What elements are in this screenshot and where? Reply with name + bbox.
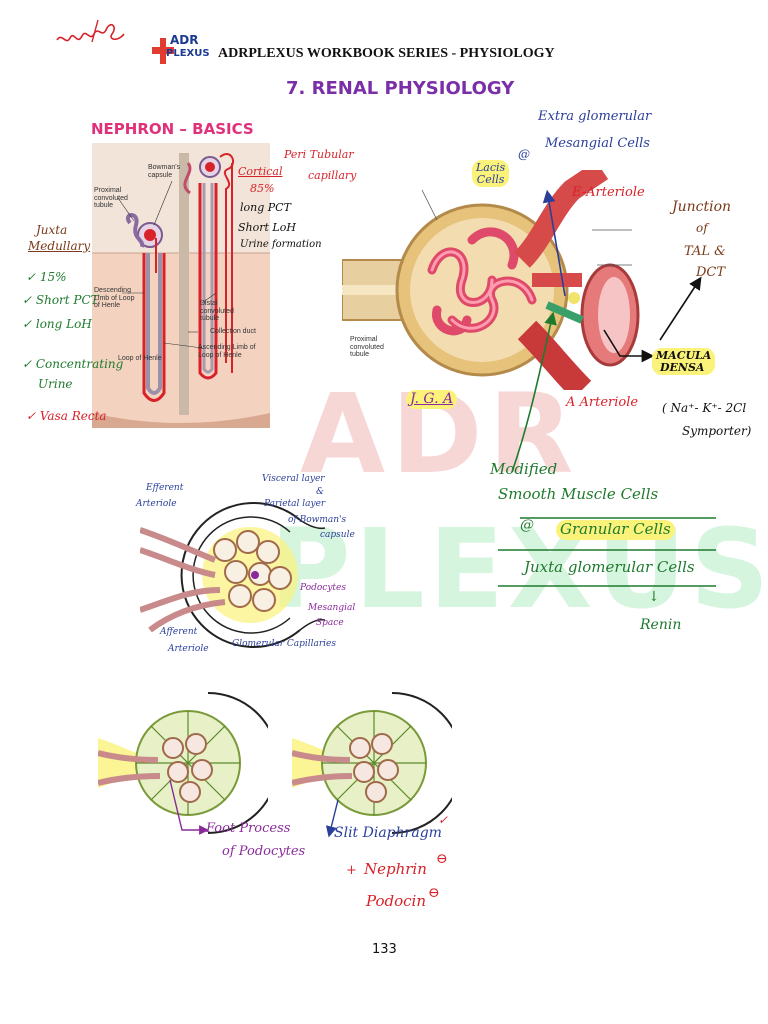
note-urine: Urine	[38, 377, 73, 391]
glom-capsule: capsule	[320, 530, 355, 540]
note-podocin: Podocin	[366, 892, 427, 910]
glom-mesangial: Mesangial	[308, 603, 356, 613]
label-desc-limb: Descending Limb of Loop of Henle	[94, 287, 135, 310]
glom-efferent: Efferent	[146, 483, 184, 493]
glom-afferent: Afferent	[160, 627, 198, 637]
note-junction-of: of	[696, 221, 708, 235]
note-jg-cells: Juxta glomerular Cells	[524, 558, 695, 576]
note-a-arteriole: A Arteriole	[566, 395, 639, 410]
note-smooth-muscle: Smooth Muscle Cells	[498, 485, 659, 503]
note-renin-arrow: ↓	[648, 589, 660, 605]
note-junction: Junction	[672, 199, 732, 215]
note-lacis-cells: Lacis Cells	[472, 160, 510, 188]
note-capillary: capillary	[308, 169, 357, 182]
note-mesangial-cells: Mesangial Cells	[545, 136, 650, 151]
note-peritubular: Peri Tubular	[284, 148, 354, 161]
note-symporter-ions: ( Na⁺- K⁺- 2Cl	[662, 401, 747, 415]
glom-and: &	[316, 487, 325, 497]
note-nephrin-minus: ⊖	[436, 851, 448, 867]
glom-capillaries: Glomerular Capillaries	[232, 639, 336, 649]
note-dct: DCT	[696, 265, 726, 280]
note-slit-check: ✓	[438, 813, 449, 827]
logo-cross-icon	[152, 38, 174, 64]
note-urine-formation: Urine formation	[240, 239, 322, 250]
note-foot-process: Foot Process	[206, 821, 291, 836]
note-juxta: Juxta	[36, 223, 68, 237]
glomerulus-diagram	[140, 502, 326, 648]
note-vasa-recta: ✓ Vasa Recta	[26, 409, 107, 423]
label-jga-pct: Proximal convoluted tubule	[350, 336, 384, 359]
note-cortical: Cortical	[238, 165, 283, 178]
slit-diaphragm-diagram	[292, 692, 452, 834]
note-modified: Modified	[490, 460, 558, 478]
note-granular-cells: Granular Cells	[556, 520, 675, 540]
note-macula-densa: MACULA DENSA	[652, 348, 716, 376]
glom-parietal: Parietal layer	[264, 499, 326, 509]
podocyte-foot-diagram	[98, 692, 268, 834]
note-plus: +	[346, 863, 357, 878]
label-distal: Distal convoluted tubule	[200, 300, 234, 323]
section-title: NEPHRON – BASICS	[91, 120, 254, 138]
note-densa: DENSA	[660, 360, 705, 374]
note-short-loh: Short LoH	[238, 221, 296, 234]
note-long-loh: ✓ long LoH	[22, 317, 92, 331]
note-jga-label: J. G. A	[406, 390, 458, 409]
note-lacis: Lacis	[476, 161, 506, 174]
note-85pct: 85%	[250, 182, 275, 195]
note-of-podocytes: of Podocytes	[222, 844, 306, 859]
watermark-plexus: PLEXUS	[270, 505, 768, 633]
logo-bottom-text: PLEXUS	[166, 48, 210, 59]
series-title: ADRPLEXUS WORKBOOK SERIES - PHYSIOLOGY	[218, 46, 555, 61]
note-macula: MACULA	[656, 349, 712, 362]
note-symporter: Symporter)	[682, 424, 752, 438]
brand-logo: ADR PLEXUS	[152, 32, 214, 72]
signature-scribble-icon	[56, 19, 125, 43]
note-medullary: Medullary	[28, 239, 91, 253]
label-pct: Proximal convoluted tubule	[94, 187, 128, 210]
note-at-lacis: @	[518, 147, 530, 161]
note-concentrating: ✓ Concentrating	[22, 357, 124, 371]
glom-of-bowman: of Bowman's	[288, 515, 347, 525]
note-extra-glomerular: Extra glomerular	[538, 109, 652, 124]
glom-podocytes: Podocytes	[300, 583, 346, 593]
note-nephrin: Nephrin	[364, 860, 427, 878]
label-collect: Collection duct	[210, 328, 256, 335]
chapter-title: 7. RENAL PHYSIOLOGY	[286, 78, 515, 99]
note-tal: TAL &	[684, 244, 726, 259]
note-long-pct: long PCT	[240, 201, 291, 214]
nephron-diagram	[92, 143, 270, 428]
glom-space: Space	[316, 618, 344, 628]
glom-afferent-arteriole: Arteriole	[168, 644, 209, 654]
note-e-arteriole: E-Arteriole	[572, 185, 645, 200]
jga-diagram	[342, 170, 640, 390]
label-bowman: Bowman's capsule	[148, 164, 181, 179]
logo-top-text: ADR	[170, 33, 199, 47]
label-asc-limb: Ascending Limb of Loop of Henle	[198, 344, 256, 359]
note-podocin-minus: ⊖	[428, 885, 440, 901]
note-renin: Renin	[640, 617, 682, 633]
note-15pct: ✓ 15%	[26, 270, 67, 284]
page-number: 133	[372, 942, 397, 957]
note-slit-diaphragm: Slit Diaphragm	[334, 825, 442, 841]
label-loop: Loop of Henle	[118, 355, 162, 362]
note-lacis-cells-word: Cells	[476, 172, 505, 186]
glom-visceral: Visceral layer	[262, 474, 325, 484]
note-short-pct: ✓ Short PCT	[22, 293, 99, 307]
note-at-granular: @	[520, 517, 534, 533]
glom-efferent-arteriole: Arteriole	[136, 499, 177, 509]
